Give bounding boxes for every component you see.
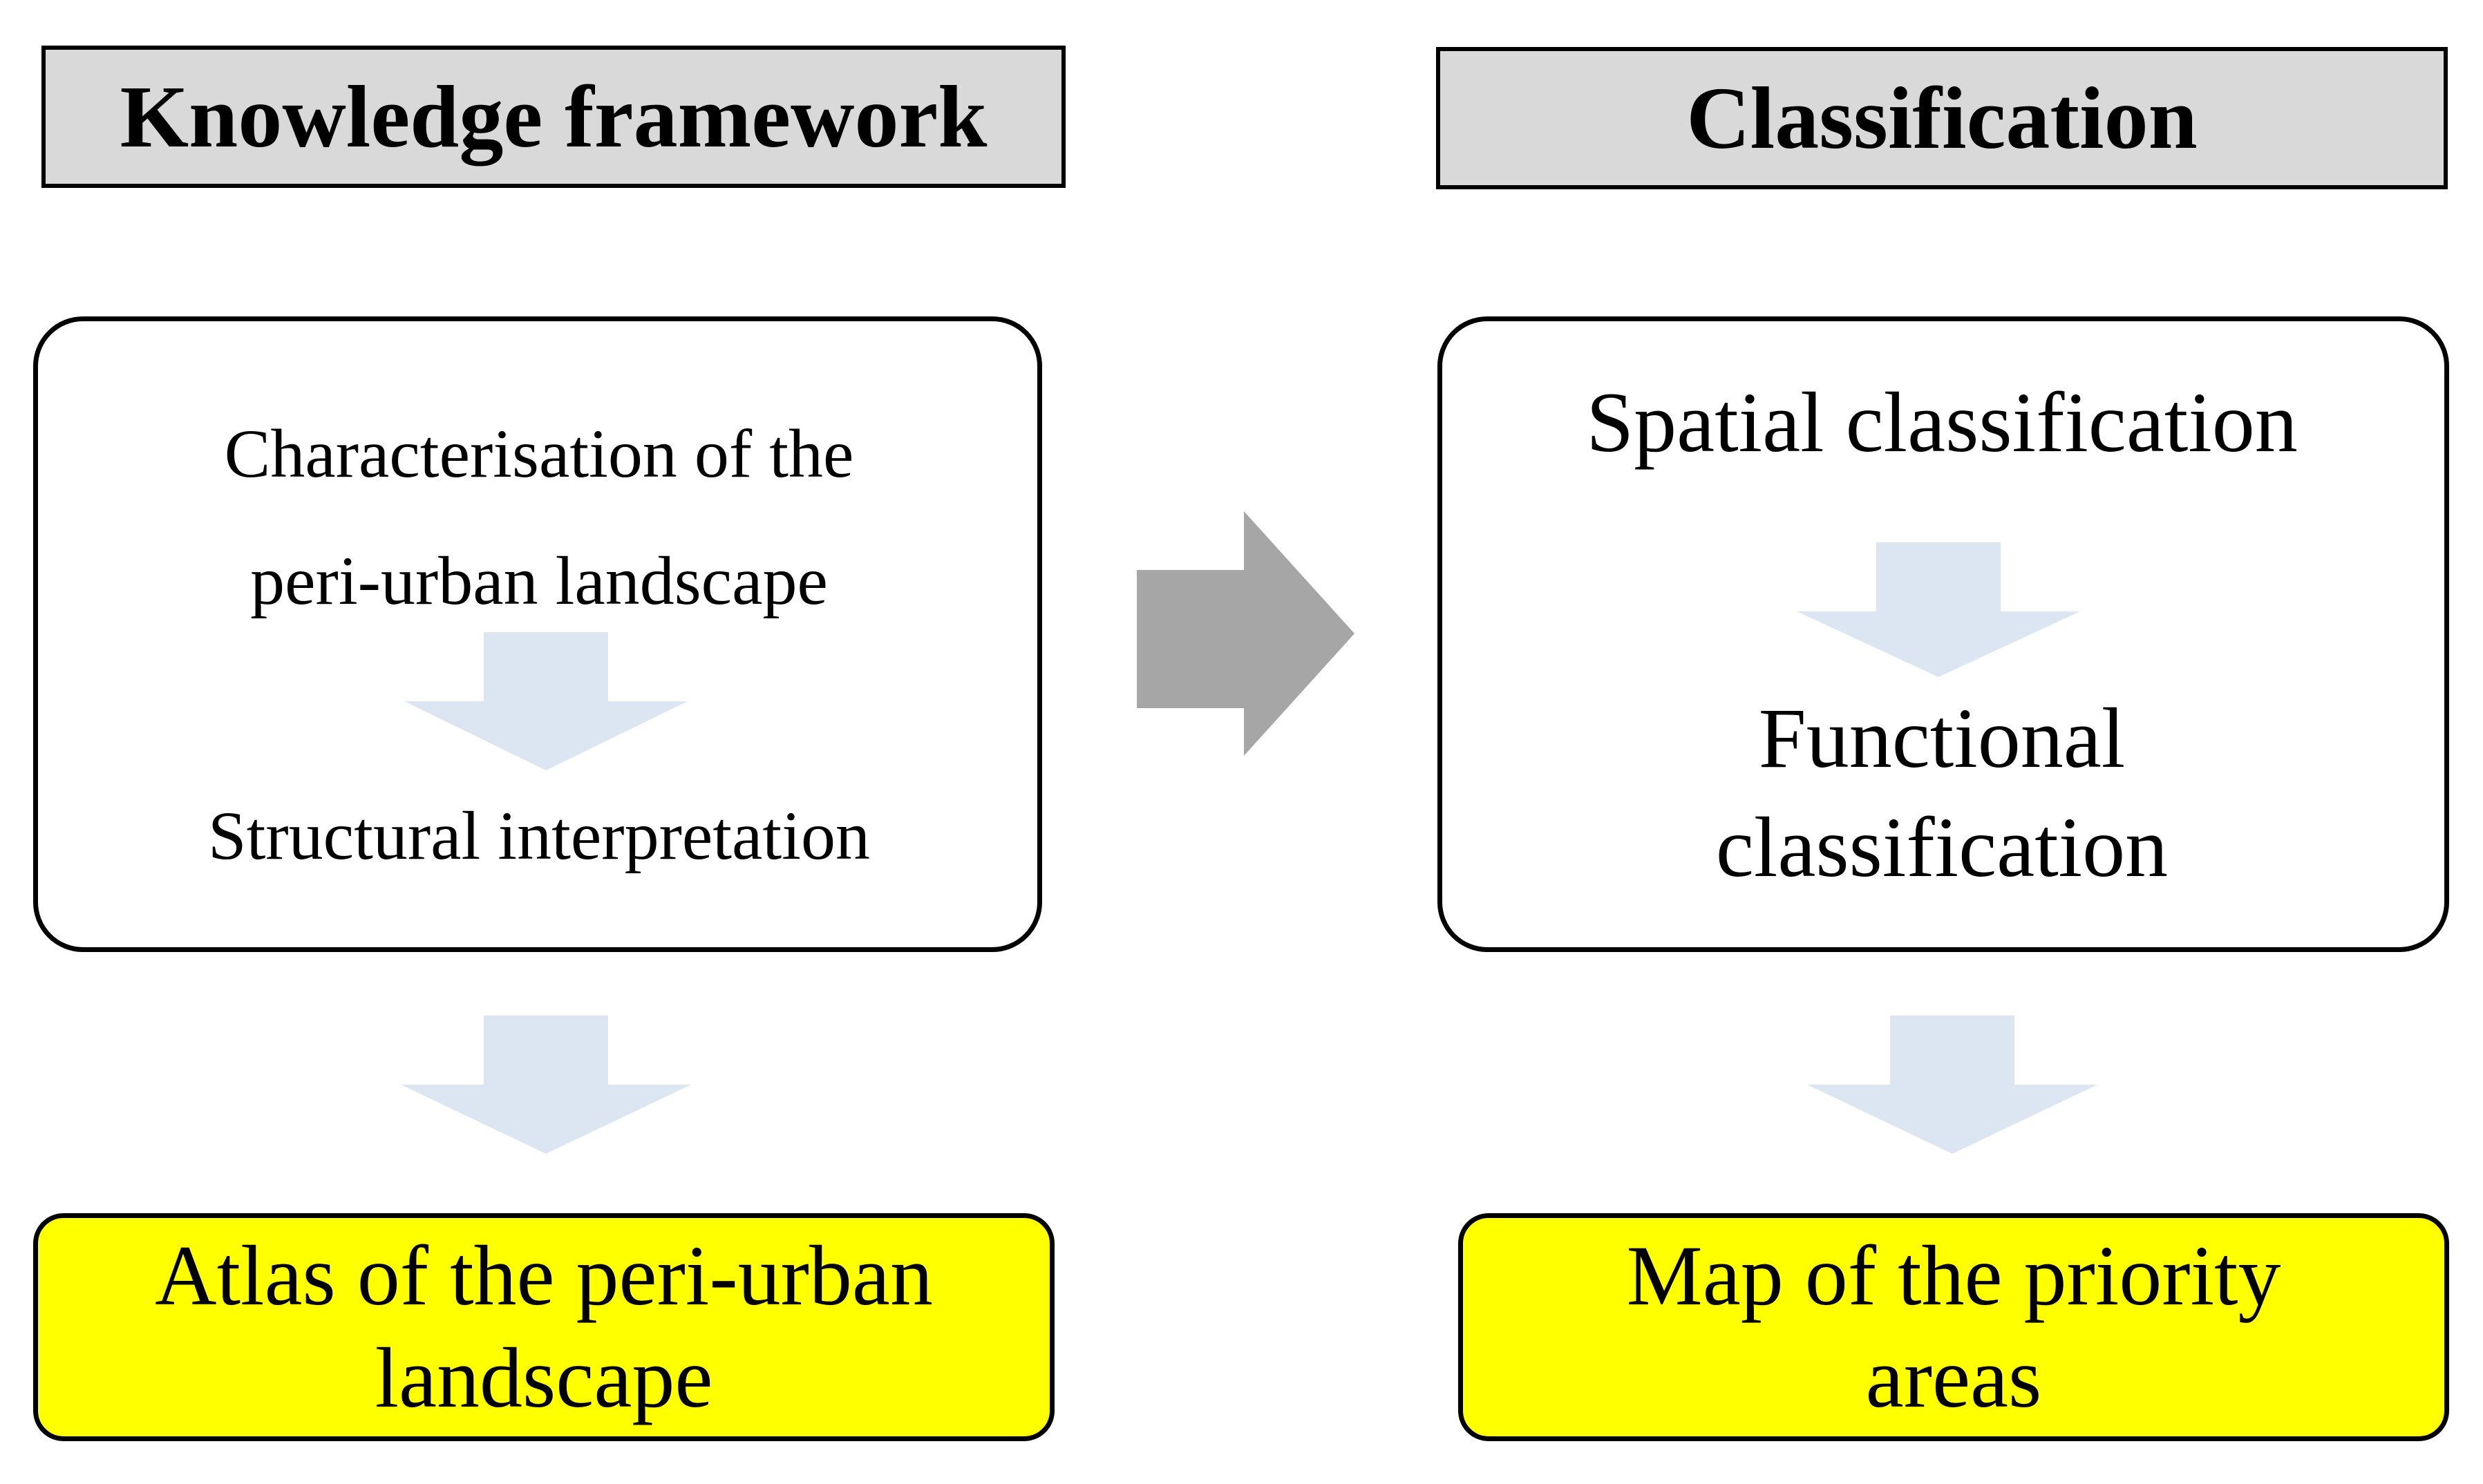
down-arrow-icon bbox=[1807, 1016, 2097, 1154]
down-arrow-icon bbox=[404, 632, 688, 770]
atlas-output-line-2: landscape bbox=[375, 1331, 713, 1425]
functional-line-1: Functional bbox=[1758, 691, 2126, 786]
down-arrow-icon bbox=[1797, 542, 2080, 677]
down-arrow-icon bbox=[401, 1016, 691, 1154]
spatial-classification-step: Spatial classification bbox=[1586, 375, 2298, 470]
atlas-output-box: Atlas of the peri-urban landscape bbox=[33, 1213, 1055, 1441]
priority-map-output-box: Map of the priority areas bbox=[1458, 1213, 2449, 1441]
characterisation-line-1: Characterisation of the bbox=[224, 415, 854, 492]
characterisation-step: Characterisation of the peri-urban lands… bbox=[69, 390, 1009, 645]
priority-map-line-1: Map of the priority bbox=[1626, 1228, 2281, 1323]
functional-line-2: classification bbox=[1715, 800, 2169, 895]
priority-map-line-2: areas bbox=[1865, 1331, 2042, 1425]
classification-header: Classification bbox=[1436, 47, 2448, 189]
atlas-output-line-1: Atlas of the peri-urban bbox=[155, 1228, 933, 1323]
structural-interpretation-step: Structural interpretation bbox=[207, 797, 870, 874]
classification-title: Classification bbox=[1686, 68, 2198, 167]
right-arrow-icon bbox=[1137, 511, 1354, 756]
knowledge-framework-header: Knowledge framework bbox=[41, 46, 1066, 188]
functional-classification-step: Functional classification bbox=[1465, 684, 2419, 902]
characterisation-line-2: peri-urban landscape bbox=[250, 542, 828, 619]
knowledge-framework-title: Knowledge framework bbox=[120, 67, 988, 166]
